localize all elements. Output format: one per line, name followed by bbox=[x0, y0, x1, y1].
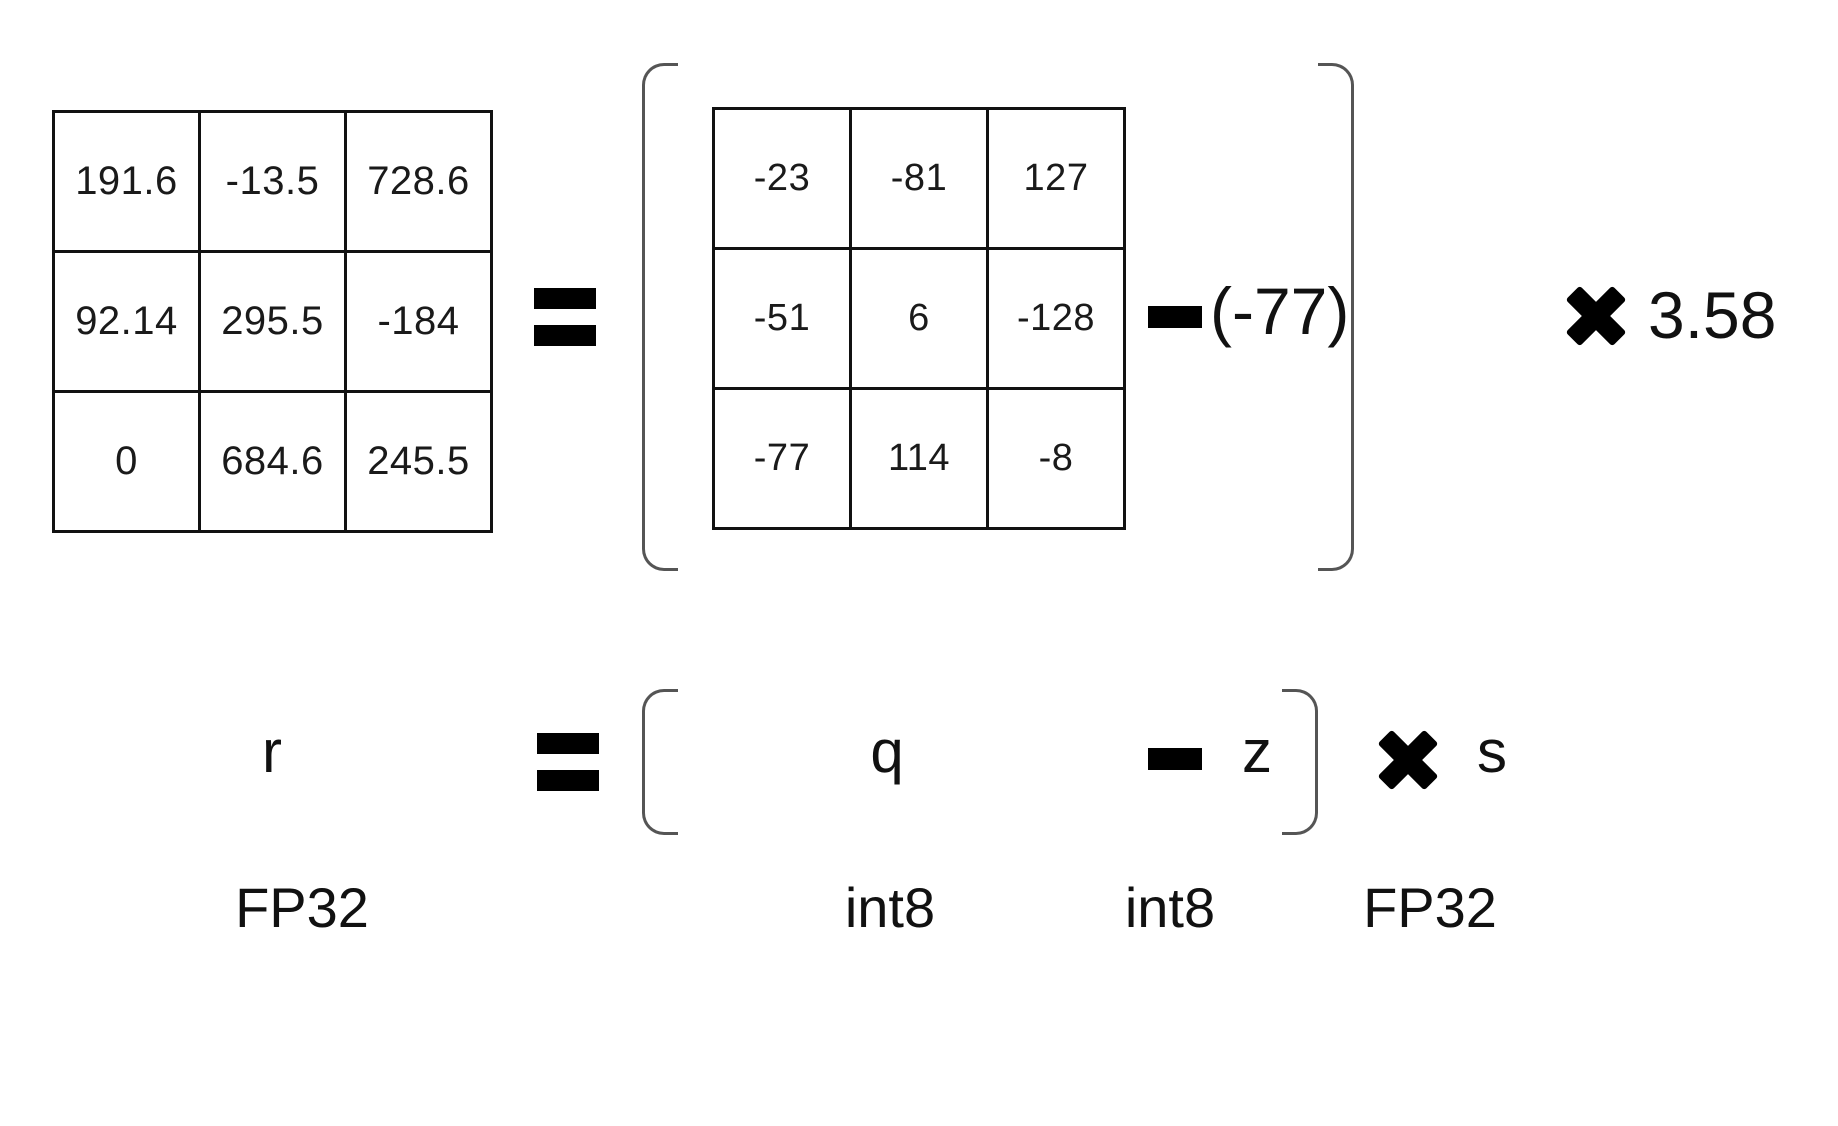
quant-cell-2-0: -77 bbox=[712, 387, 852, 530]
real-cell-2-0: 0 bbox=[52, 390, 201, 533]
table-row: 191.6 -13.5 728.6 bbox=[52, 110, 493, 253]
quant-cell-1-1: 6 bbox=[849, 247, 989, 390]
real-cell-0-1: -13.5 bbox=[198, 110, 347, 253]
real-cell-2-1: 684.6 bbox=[198, 390, 347, 533]
minus-icon bbox=[1148, 306, 1202, 328]
table-row: 92.14 295.5 -184 bbox=[52, 250, 493, 393]
minus-icon-symbolic bbox=[1148, 748, 1202, 770]
symbol-real-value: r bbox=[262, 718, 282, 785]
bracket-left-icon-symbolic bbox=[642, 689, 678, 835]
quant-cell-2-2: -8 bbox=[986, 387, 1126, 530]
quant-cell-0-2: 127 bbox=[986, 107, 1126, 250]
quant-cell-0-1: -81 bbox=[849, 107, 989, 250]
symbol-scale: s bbox=[1477, 718, 1507, 785]
real-cell-0-0: 191.6 bbox=[52, 110, 201, 253]
dtype-label-scale: FP32 bbox=[1363, 876, 1497, 939]
equals-icon bbox=[534, 288, 596, 346]
table-row: -77 114 -8 bbox=[712, 387, 1126, 530]
scale-value: 3.58 bbox=[1648, 278, 1777, 352]
real-cell-1-0: 92.14 bbox=[52, 250, 201, 393]
symbol-zero-point: z bbox=[1242, 718, 1272, 785]
real-cell-1-1: 295.5 bbox=[198, 250, 347, 393]
table-row: -51 6 -128 bbox=[712, 247, 1126, 390]
table-row: 0 684.6 245.5 bbox=[52, 390, 493, 533]
dtype-label-zero-point: int8 bbox=[1124, 876, 1216, 939]
real-cell-0-2: 728.6 bbox=[344, 110, 493, 253]
bracket-right-icon-symbolic bbox=[1282, 689, 1318, 835]
real-cell-1-2: -184 bbox=[344, 250, 493, 393]
zero-point-value: (-77) bbox=[1210, 274, 1350, 348]
quant-cell-1-0: -51 bbox=[712, 247, 852, 390]
real-value-matrix: 191.6 -13.5 728.6 92.14 295.5 -184 0 684… bbox=[52, 110, 493, 533]
multiply-icon bbox=[1568, 288, 1624, 344]
quant-cell-1-2: -128 bbox=[986, 247, 1126, 390]
quant-cell-2-1: 114 bbox=[849, 387, 989, 530]
quant-cell-0-0: -23 bbox=[712, 107, 852, 250]
multiply-icon-symbolic bbox=[1380, 732, 1436, 788]
bracket-left-icon bbox=[642, 63, 678, 571]
equals-icon-symbolic bbox=[537, 733, 599, 791]
dtype-label-real-value: FP32 bbox=[235, 876, 369, 939]
bracket-right-icon bbox=[1318, 63, 1354, 571]
table-row: -23 -81 127 bbox=[712, 107, 1126, 250]
quantized-matrix: -23 -81 127 -51 6 -128 -77 114 -8 bbox=[712, 107, 1126, 530]
real-cell-2-2: 245.5 bbox=[344, 390, 493, 533]
dtype-label-quantized: int8 bbox=[844, 876, 936, 939]
symbol-quantized-value: q bbox=[870, 718, 904, 785]
